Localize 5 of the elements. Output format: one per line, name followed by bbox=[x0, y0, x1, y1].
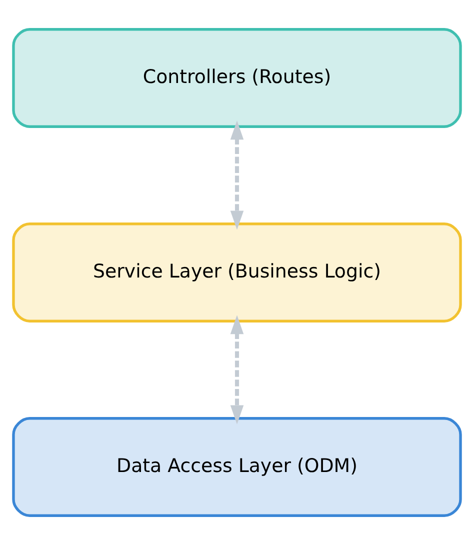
node-box: Service Layer (Business Logic) bbox=[12, 222, 462, 322]
node-box: Data Access Layer (ODM) bbox=[12, 416, 462, 516]
arrow bbox=[230, 314, 244, 424]
node-box: Controllers (Routes) bbox=[12, 28, 462, 128]
arrow bbox=[230, 120, 244, 230]
